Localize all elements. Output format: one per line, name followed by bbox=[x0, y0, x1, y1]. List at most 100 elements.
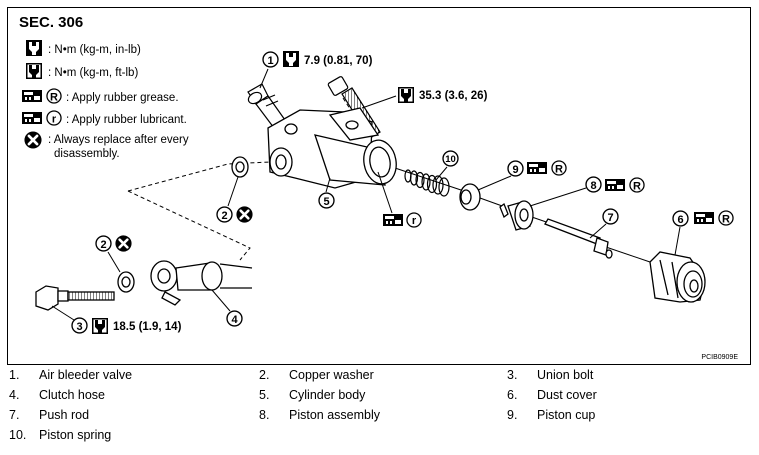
legend-number: 10. bbox=[9, 428, 27, 442]
leader-line bbox=[477, 175, 512, 191]
legend-number: 7. bbox=[9, 408, 20, 422]
legend-label: Piston assembly bbox=[289, 408, 381, 422]
rubber-grease-icon bbox=[22, 90, 42, 102]
rubber-grease-icon bbox=[527, 162, 547, 174]
callout-number: 2 bbox=[100, 239, 106, 251]
torque-value: 7.9 (0.81, 70) bbox=[304, 55, 373, 67]
replace-icon bbox=[24, 131, 42, 149]
key-rubber-grease: R : Apply rubber grease. bbox=[22, 88, 179, 104]
leader-line bbox=[529, 187, 587, 207]
torque-value: 35.3 (3.6, 26) bbox=[419, 90, 488, 102]
legend-number: 5. bbox=[259, 388, 270, 402]
callout-8: 8 R bbox=[529, 176, 645, 207]
legend-number: 6. bbox=[507, 388, 518, 402]
legend-label: Push rod bbox=[39, 408, 90, 422]
dust-cover bbox=[649, 251, 706, 303]
leader-line bbox=[674, 226, 681, 256]
clutch-hose bbox=[150, 260, 253, 306]
legend-number: 4. bbox=[9, 388, 20, 402]
legend-label: Union bolt bbox=[537, 368, 594, 382]
piston-cup bbox=[459, 183, 481, 211]
union-bolt bbox=[35, 285, 115, 311]
copper-washer bbox=[231, 156, 249, 178]
callout-4: 4 bbox=[211, 289, 243, 327]
legend-label: Dust cover bbox=[537, 388, 597, 402]
key-torque-in-lb: : N•m (kg-m, in-lb) bbox=[26, 40, 141, 56]
key-always-replace: : Always replace after every disassembly… bbox=[24, 131, 189, 160]
legend-label: Piston spring bbox=[39, 428, 112, 442]
legend-number: 1. bbox=[9, 368, 20, 382]
rubber-grease-icon bbox=[694, 212, 714, 224]
callout-number: 6 bbox=[677, 214, 683, 226]
replace-icon bbox=[236, 206, 253, 223]
callout-9: 9 R bbox=[477, 160, 567, 191]
callout-bolt-torque: 35.3 (3.6, 26) bbox=[361, 87, 488, 109]
rubber-lubricant-icon bbox=[22, 112, 42, 124]
callout-number: 2 bbox=[221, 210, 227, 222]
leader-line bbox=[589, 223, 607, 239]
cylinder-body bbox=[267, 107, 397, 189]
piston-spring bbox=[404, 169, 450, 197]
key-text: : Apply rubber grease. bbox=[66, 92, 179, 104]
diagram-frame bbox=[7, 7, 751, 365]
callout-number: 7 bbox=[607, 212, 613, 224]
key-letter: r bbox=[52, 114, 57, 126]
callout-6: 6 R bbox=[672, 210, 734, 256]
key-letter: R bbox=[50, 92, 58, 104]
callout-2-upper: 2 bbox=[216, 176, 253, 223]
callout-7: 7 bbox=[589, 208, 619, 239]
legend-label: Piston cup bbox=[537, 408, 596, 422]
callout-3: 3 18.5 (1.9, 14) bbox=[51, 305, 182, 334]
callout-letter: R bbox=[633, 181, 641, 193]
legend-number: 2. bbox=[259, 368, 270, 382]
callout-1: 1 7.9 (0.81, 70) bbox=[259, 51, 373, 89]
legend-label: Cylinder body bbox=[289, 388, 366, 402]
rubber-grease-icon bbox=[605, 179, 625, 191]
leader-line bbox=[361, 95, 397, 109]
callout-number: 3 bbox=[76, 321, 82, 333]
callout-lubricant: r bbox=[377, 171, 422, 228]
callout-number: 4 bbox=[231, 314, 238, 326]
leader-line bbox=[377, 171, 393, 214]
legend-number: 3. bbox=[507, 368, 518, 382]
callout-number: 8 bbox=[590, 180, 596, 192]
torque-wrench-ft-lb-icon bbox=[398, 87, 414, 103]
key-text: : Always replace after every bbox=[48, 134, 189, 146]
key-text: : N•m (kg-m, ft-lb) bbox=[48, 67, 138, 79]
callout-10: 10 bbox=[435, 150, 459, 181]
copper-washer bbox=[117, 271, 135, 293]
torque-wrench-ft-lb-icon bbox=[92, 318, 108, 334]
section-title: SEC. 306 bbox=[19, 14, 83, 31]
callout-5: 5 bbox=[318, 177, 335, 209]
exploded-diagram: SEC. 306 : N•m (kg-m, in-lb) : N•m (kg-m… bbox=[19, 14, 738, 361]
leader-line bbox=[51, 305, 75, 321]
leader-line bbox=[325, 177, 331, 193]
legend-label: Clutch hose bbox=[39, 388, 106, 402]
leader-line bbox=[211, 289, 231, 312]
legend-label: Air bleeder valve bbox=[39, 368, 133, 382]
piston-assembly bbox=[499, 200, 534, 231]
callout-number: 9 bbox=[512, 164, 518, 176]
leader-line bbox=[107, 251, 121, 273]
legend-number: 8. bbox=[259, 408, 270, 422]
leader-line bbox=[259, 68, 269, 89]
callout-letter: r bbox=[412, 215, 417, 227]
torque-value: 18.5 (1.9, 14) bbox=[113, 321, 182, 333]
legend-label: Copper washer bbox=[289, 368, 374, 382]
torque-wrench-in-lb-icon bbox=[26, 40, 42, 56]
callout-letter: R bbox=[555, 164, 563, 176]
callout-letter: R bbox=[722, 214, 730, 226]
push-rod bbox=[544, 218, 613, 259]
callout-number: 5 bbox=[323, 196, 329, 208]
callout-2-lower: 2 bbox=[95, 235, 132, 273]
replace-icon bbox=[115, 235, 132, 252]
torque-wrench-ft-lb-icon bbox=[26, 63, 42, 79]
key-torque-ft-lb: : N•m (kg-m, ft-lb) bbox=[26, 63, 138, 79]
key-text: : Apply rubber lubricant. bbox=[66, 114, 187, 126]
callout-number: 1 bbox=[267, 55, 273, 67]
key-text: disassembly. bbox=[54, 148, 120, 160]
leader-line bbox=[435, 166, 448, 181]
leader-line bbox=[227, 176, 239, 207]
torque-wrench-in-lb-icon bbox=[283, 51, 299, 67]
figure-code: PCIB0909E bbox=[701, 354, 738, 361]
